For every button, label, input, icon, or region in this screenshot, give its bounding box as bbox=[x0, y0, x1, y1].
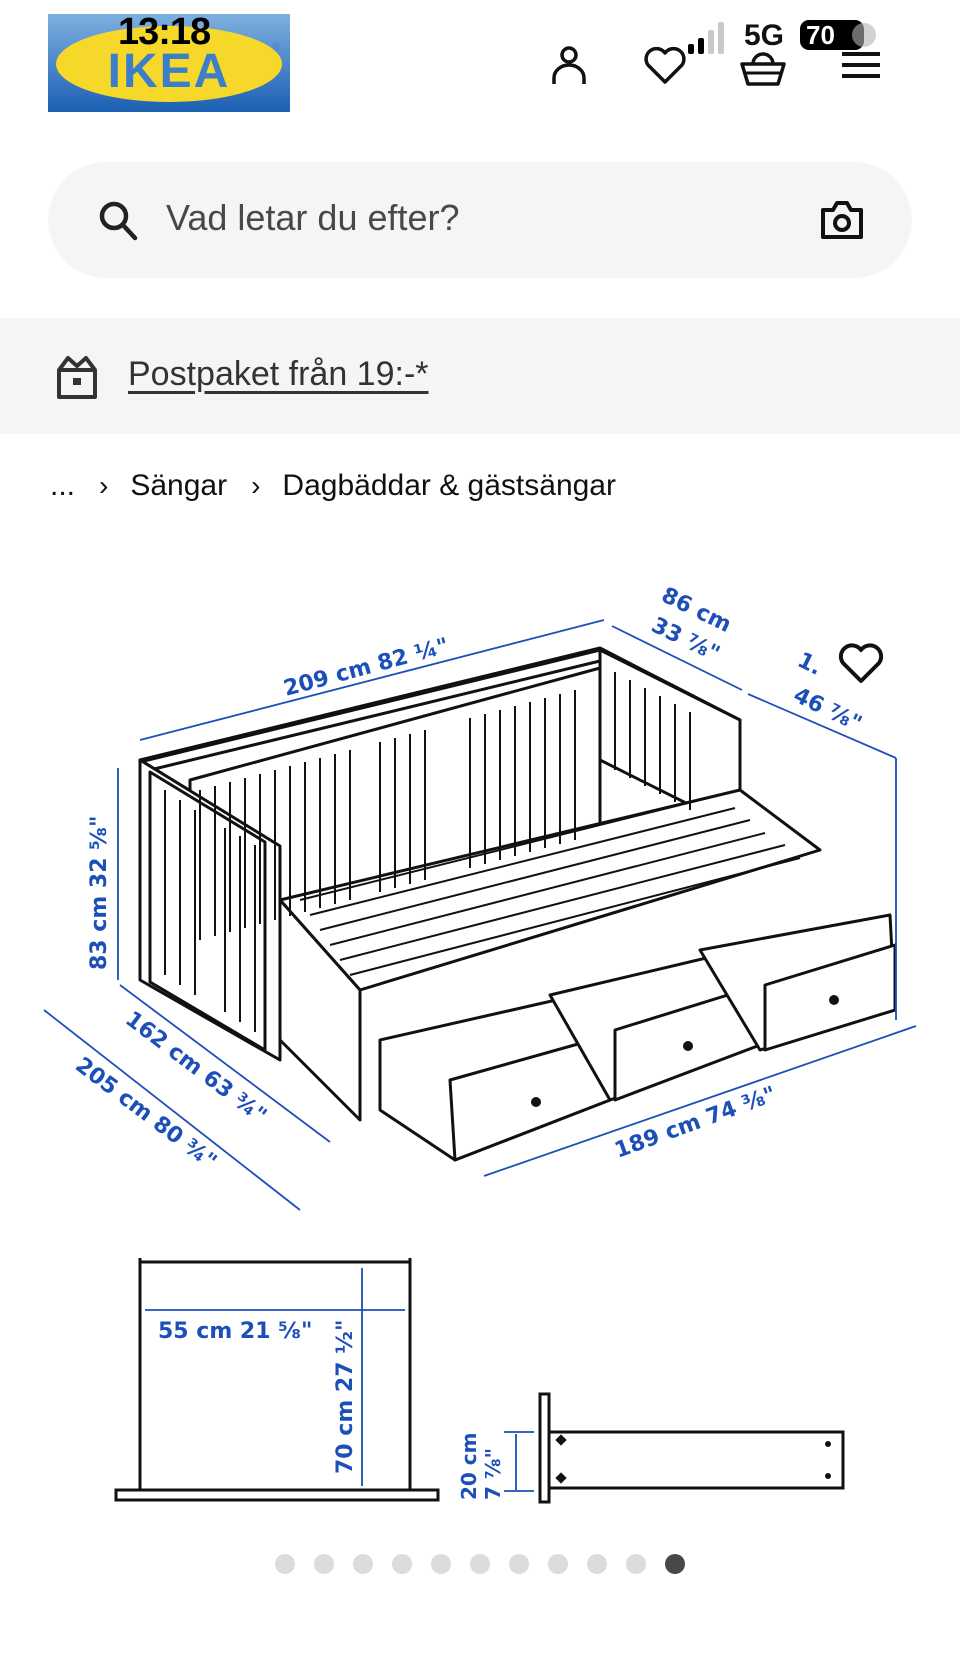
carousel-dot[interactable] bbox=[470, 1554, 490, 1574]
battery-level: 70 bbox=[806, 20, 835, 50]
search-input[interactable]: Vad letar du efter? bbox=[166, 197, 460, 238]
dim-height: 83 cm 32 ⅝" bbox=[87, 816, 112, 970]
breadcrumb: ... › Sängar › Dagbäddar & gästsängar bbox=[50, 466, 616, 506]
carousel-dot[interactable] bbox=[548, 1554, 568, 1574]
user-icon[interactable] bbox=[544, 40, 594, 90]
carousel-indicators bbox=[275, 1554, 685, 1574]
battery-icon: 70 bbox=[800, 20, 877, 50]
search-icon bbox=[99, 201, 138, 241]
menu-icon[interactable] bbox=[836, 40, 886, 90]
logo-text: IKEA bbox=[107, 45, 231, 98]
status-time: 13:18 bbox=[118, 11, 211, 53]
dim-drawer-height-in: 7 ⅞" bbox=[481, 1448, 505, 1500]
carousel-dot[interactable] bbox=[353, 1554, 373, 1574]
carousel-dot[interactable] bbox=[587, 1554, 607, 1574]
dim-partial-cm: 1. bbox=[793, 648, 825, 681]
logo-registered-mark: ® bbox=[272, 42, 280, 53]
logo-oval bbox=[56, 26, 282, 102]
product-image[interactable]: 209 cm 82 ¼" 86 cm 33 ⅞" 1. 46 ⅞" 83 cm … bbox=[0, 560, 960, 1540]
camera-icon[interactable] bbox=[820, 200, 864, 240]
favourite-heart-icon[interactable] bbox=[836, 640, 886, 686]
carousel-dot[interactable] bbox=[392, 1554, 412, 1574]
status-indicators: 5G 70 bbox=[688, 14, 877, 54]
breadcrumb-item-sangar[interactable]: Sängar bbox=[130, 469, 228, 502]
promo-link[interactable]: Postpaket från 19:-* bbox=[128, 355, 429, 393]
carousel-dot[interactable] bbox=[275, 1554, 295, 1574]
carousel-dot[interactable] bbox=[431, 1554, 451, 1574]
heart-icon[interactable] bbox=[640, 40, 690, 90]
breadcrumb-ellipsis[interactable]: ... bbox=[50, 469, 76, 502]
search-bar[interactable]: Vad letar du efter? bbox=[48, 162, 912, 278]
breadcrumb-separator: › bbox=[99, 470, 109, 501]
breadcrumb-separator: › bbox=[251, 470, 261, 501]
signal-icon bbox=[688, 20, 724, 54]
carousel-dot[interactable] bbox=[626, 1554, 646, 1574]
carousel-dot[interactable] bbox=[509, 1554, 529, 1574]
breadcrumb-item-dagbaddar[interactable]: Dagbäddar & gästsängar bbox=[282, 469, 616, 502]
header: IKEA ® 13:18 5G 70 bbox=[0, 0, 960, 130]
carousel-dot-active[interactable] bbox=[665, 1554, 685, 1574]
basket-icon[interactable] bbox=[738, 40, 788, 90]
ikea-logo[interactable]: IKEA ® bbox=[48, 14, 290, 112]
promo-banner: Postpaket från 19:-* bbox=[0, 318, 960, 434]
dim-drawer-height-cm: 20 cm bbox=[457, 1433, 481, 1501]
network-label: 5G bbox=[744, 19, 785, 52]
parcel-icon bbox=[57, 356, 97, 399]
dim-drawer-depth: 70 cm 27 ½" bbox=[333, 1320, 358, 1474]
carousel-dot[interactable] bbox=[314, 1554, 334, 1574]
dim-drawer-width: 55 cm 21 ⅝" bbox=[158, 1319, 312, 1344]
